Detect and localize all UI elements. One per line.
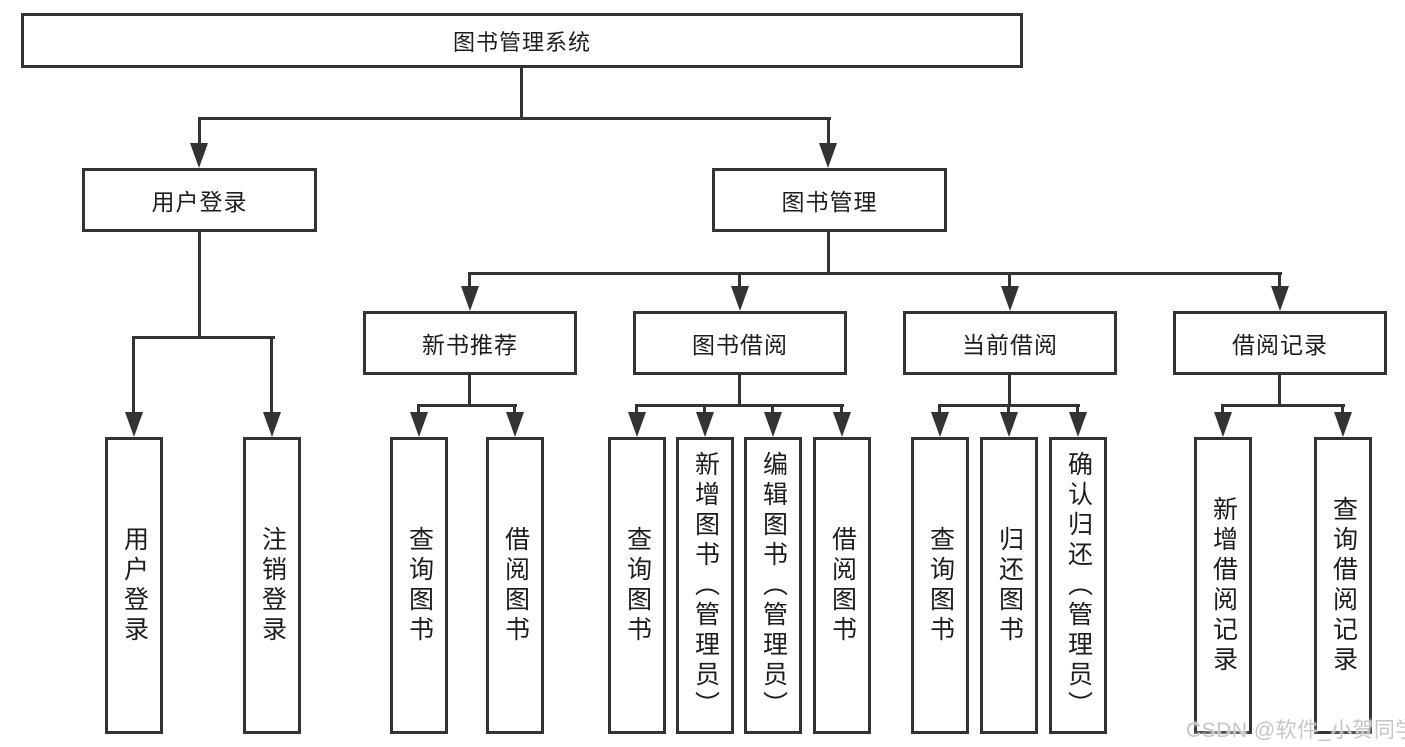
connector-line (417, 404, 517, 407)
arrowhead-down-icon (1000, 412, 1018, 437)
leaf-confirm-return-admin: 确认归还（管理员） (1049, 437, 1107, 734)
node-root: 图书管理系统 (21, 13, 1023, 68)
node-user-login: 用户登录 (82, 168, 317, 232)
arrowhead-down-icon (764, 412, 782, 437)
connector-line (1007, 404, 1010, 413)
leaf-query-book: 查询图书 (608, 437, 666, 734)
connector-line (417, 404, 420, 413)
connector-line (198, 232, 201, 338)
arrowhead-down-icon (190, 143, 208, 168)
connector-line (1008, 272, 1011, 288)
node-current-borrow: 当前借阅 (903, 311, 1117, 375)
arrowhead-down-icon (628, 412, 646, 437)
leaf-edit-book-admin: 编辑图书（管理员） (744, 437, 802, 734)
connector-line (513, 404, 516, 413)
arrowhead-down-icon (833, 412, 851, 437)
leaf-query-book: 查询图书 (911, 437, 969, 734)
arrowhead-down-icon (461, 286, 479, 311)
arrowhead-down-icon (1001, 286, 1019, 311)
csdn-watermark: CSDN @软件_小贺同学 (1186, 719, 1405, 742)
leaf-return-book: 归还图书 (980, 437, 1038, 734)
connector-line (1278, 272, 1281, 288)
leaf-borrow-book: 借阅图书 (486, 437, 544, 734)
arrowhead-down-icon (931, 412, 949, 437)
arrowhead-down-icon (1214, 412, 1232, 437)
leaf-logout-login: 注销登录 (243, 437, 301, 734)
connector-line (198, 117, 201, 147)
connector-line (635, 404, 638, 413)
connector-line (1008, 375, 1011, 406)
arrowhead-down-icon (1069, 412, 1087, 437)
connector-line (468, 272, 1282, 275)
leaf-add-borrow-record: 新增借阅记录 (1194, 437, 1252, 734)
connector-line (635, 404, 844, 407)
connector-line (827, 117, 830, 147)
connector-line (703, 404, 706, 413)
connector-line (840, 404, 843, 413)
connector-line (771, 404, 774, 413)
connector-line (738, 375, 741, 406)
leaf-user-login: 用户登录 (105, 437, 163, 734)
arrowhead-down-icon (1271, 286, 1289, 311)
arrowhead-down-icon (819, 143, 837, 168)
leaf-borrow-book: 借阅图书 (813, 437, 871, 734)
connector-line (468, 272, 471, 288)
connector-line (738, 272, 741, 288)
connector-line (520, 68, 523, 119)
node-new-book-recommend: 新书推荐 (363, 311, 577, 375)
arrowhead-down-icon (125, 412, 143, 437)
arrowhead-down-icon (410, 412, 428, 437)
arrowhead-down-icon (731, 286, 749, 311)
node-book-manage: 图书管理 (712, 168, 947, 232)
connector-line (132, 336, 135, 412)
connector-line (1221, 404, 1224, 413)
connector-line (198, 117, 831, 120)
arrowhead-down-icon (506, 412, 524, 437)
arrowhead-down-icon (1334, 412, 1352, 437)
connector-line (1221, 404, 1345, 407)
connector-line (270, 336, 273, 412)
connector-line (827, 232, 830, 274)
arrowhead-down-icon (263, 412, 281, 437)
leaf-add-book-admin: 新增图书（管理员） (676, 437, 734, 734)
connector-line (938, 404, 941, 413)
leaf-query-book: 查询图书 (390, 437, 448, 734)
connector-line (468, 375, 471, 406)
leaf-query-borrow-record: 查询借阅记录 (1314, 437, 1372, 734)
connector-line (1341, 404, 1344, 413)
connector-line (1076, 404, 1079, 413)
node-book-borrow: 图书借阅 (633, 311, 847, 375)
arrowhead-down-icon (696, 412, 714, 437)
connector-line (1278, 375, 1281, 406)
node-borrow-record: 借阅记录 (1173, 311, 1387, 375)
connector-line (132, 336, 275, 339)
